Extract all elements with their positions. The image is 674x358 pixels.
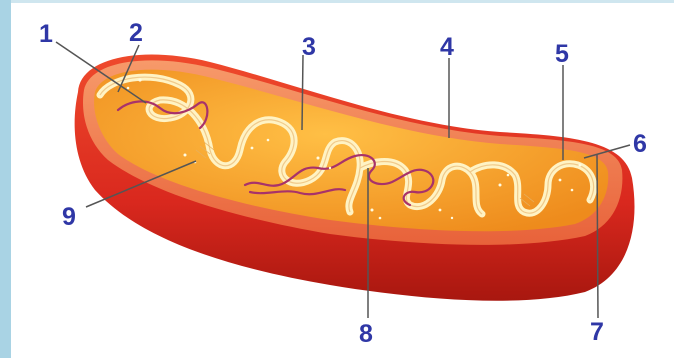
label-8: 8 xyxy=(359,320,373,348)
label-2: 2 xyxy=(129,19,143,47)
label-6: 6 xyxy=(633,130,647,158)
label-7: 7 xyxy=(590,318,604,346)
label-4: 4 xyxy=(440,33,454,61)
label-9: 9 xyxy=(62,203,76,231)
label-1: 1 xyxy=(39,20,53,48)
label-3: 3 xyxy=(302,33,316,61)
label-5: 5 xyxy=(555,40,569,68)
